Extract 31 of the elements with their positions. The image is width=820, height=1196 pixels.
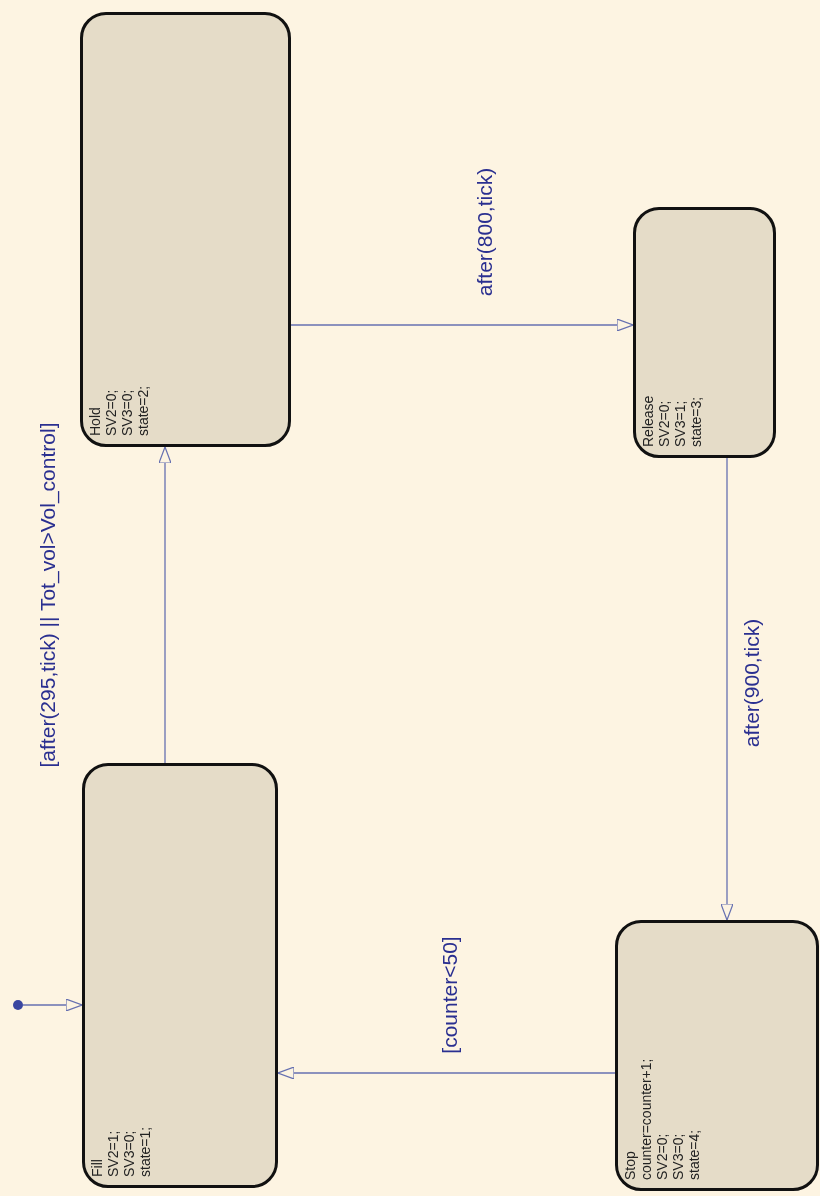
state-name: Release (640, 395, 656, 447)
state-action: state=1; (137, 1126, 153, 1177)
state-action: state=3; (688, 396, 704, 447)
state-box (615, 920, 819, 1191)
state-action: SV2=0; (103, 389, 119, 436)
state-action: SV2=0; (654, 1133, 670, 1180)
state-action: SV3=0; (670, 1133, 686, 1180)
state-action: state=2; (135, 385, 151, 436)
edge-label: after(900,tick) (740, 618, 764, 748)
transition-arrow (22, 998, 83, 1012)
state-name: Fill (89, 1159, 105, 1177)
state-box (82, 763, 278, 1188)
state-box (633, 207, 776, 458)
state-action: SV3=0; (121, 1130, 137, 1177)
start-dot (13, 1000, 23, 1010)
transition-arrow (290, 318, 634, 332)
edge-label: after(800,tick) (473, 167, 497, 297)
state-box (80, 12, 291, 447)
state-action: counter=counter+1; (638, 1058, 654, 1180)
state-action: state=4; (686, 1129, 702, 1180)
state-name: Hold (87, 407, 103, 436)
state-name: Stop (622, 1151, 638, 1180)
transition-arrow (158, 446, 172, 764)
transition-arrow (720, 457, 734, 921)
state-action: SV2=0; (656, 400, 672, 447)
state-action: SV3=0; (119, 389, 135, 436)
transition-arrow (277, 1066, 616, 1080)
edge-label: [after(295,tick) || Tot_vol>Vol_control] (36, 422, 60, 768)
state-action: SV2=1; (105, 1130, 121, 1177)
edge-label: [counter<50] (438, 936, 462, 1054)
state-action: SV3=1; (672, 400, 688, 447)
